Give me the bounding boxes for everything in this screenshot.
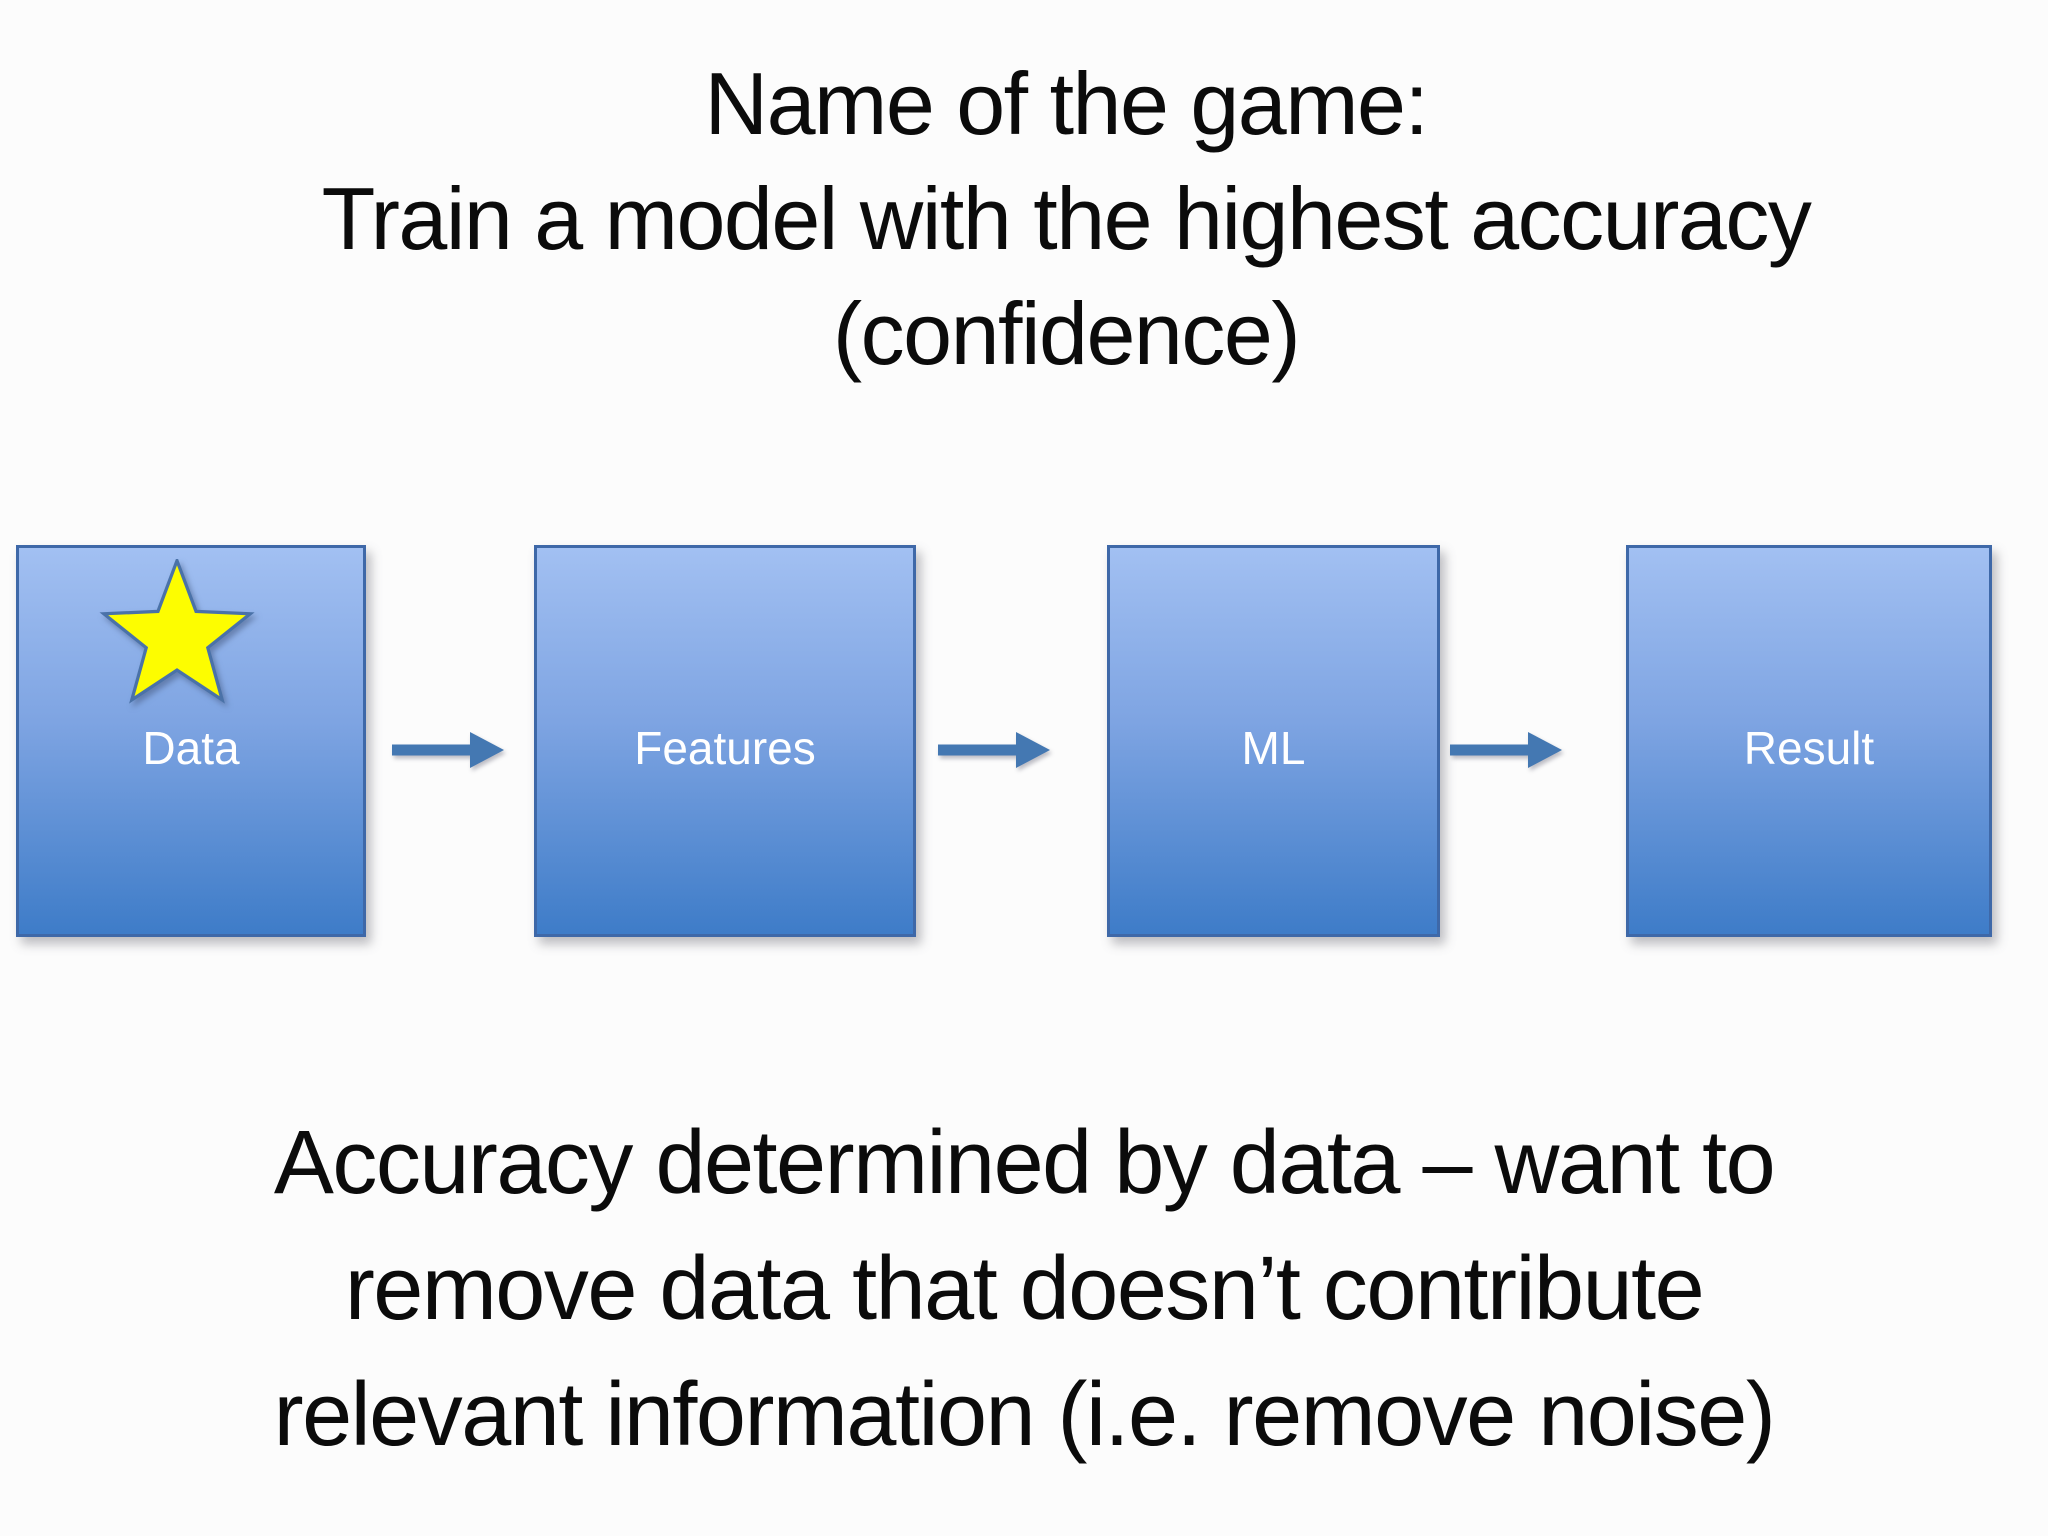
slide-title: Name of the game: Train a model with the… xyxy=(42,46,2048,391)
star-icon xyxy=(99,559,255,704)
right-arrow-icon xyxy=(938,732,1050,768)
title-line-2: Train a model with the highest accuracy xyxy=(321,169,1812,268)
right-arrow-icon xyxy=(392,732,504,768)
node-label-ml: ML xyxy=(1241,722,1306,774)
node-label-data: Data xyxy=(142,722,240,774)
slide-caption: Accuracy determined by data – want to re… xyxy=(0,1100,2048,1478)
caption-line-1: Accuracy determined by data – want to xyxy=(273,1113,1776,1213)
title-line-1: Name of the game: xyxy=(704,54,1429,153)
node-label-result: Result xyxy=(1743,722,1875,774)
flow-node-features: Features xyxy=(534,545,916,937)
caption-line-2: remove data that doesn’t contribute xyxy=(344,1239,1705,1339)
flow-node-data: Data xyxy=(16,545,366,937)
flow-node-ml: ML xyxy=(1107,545,1440,937)
caption-line-3: relevant information (i.e. remove noise) xyxy=(273,1365,1776,1465)
right-arrow-icon xyxy=(1450,732,1562,768)
title-line-3: (confidence) xyxy=(832,284,1301,383)
flow-node-result: Result xyxy=(1626,545,1992,937)
node-label-features: Features xyxy=(634,722,816,774)
